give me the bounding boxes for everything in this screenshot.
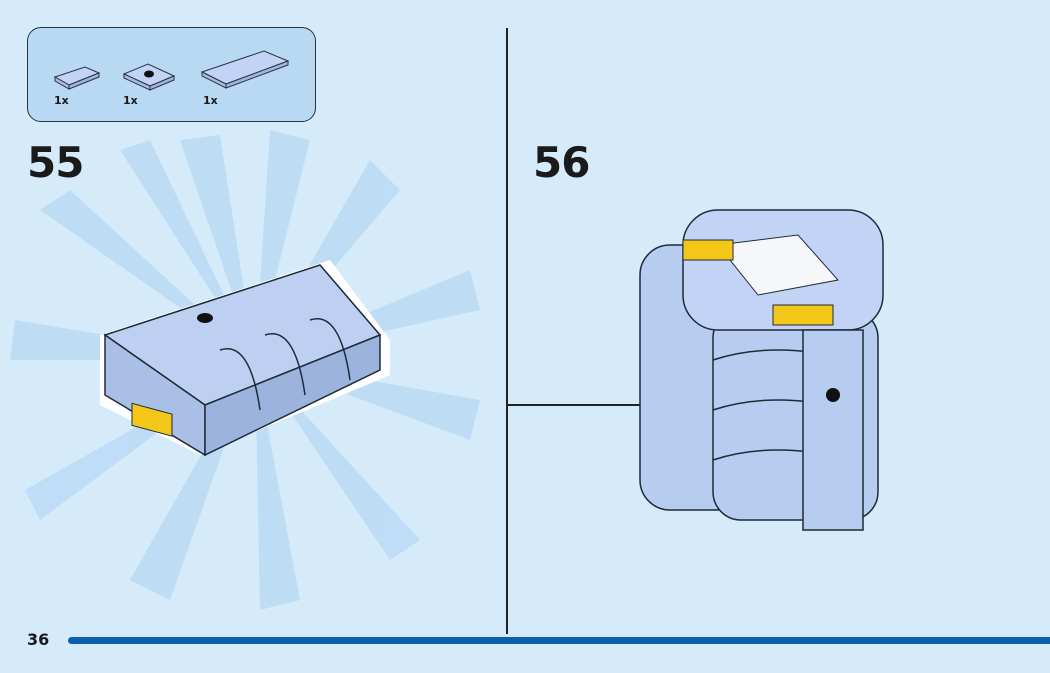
part-qty: 1x: [54, 94, 69, 107]
tile-1x2-part: [53, 66, 101, 90]
step-56-illustration: [508, 209, 884, 531]
step-55-illustration: [10, 130, 480, 610]
step-divider: [506, 28, 508, 634]
part-qty: 1x: [123, 94, 138, 107]
plate-one-stud-part: [122, 63, 176, 91]
page-progress-bar: [68, 637, 1050, 644]
parts-list-callout: 1x 1x 1x: [27, 27, 316, 122]
part-qty: 1x: [203, 94, 218, 107]
page-number: 36: [27, 630, 50, 649]
step-number-55: 55: [27, 138, 84, 187]
tile-2x4-part: [200, 50, 290, 89]
step-number-56: 56: [533, 138, 590, 187]
